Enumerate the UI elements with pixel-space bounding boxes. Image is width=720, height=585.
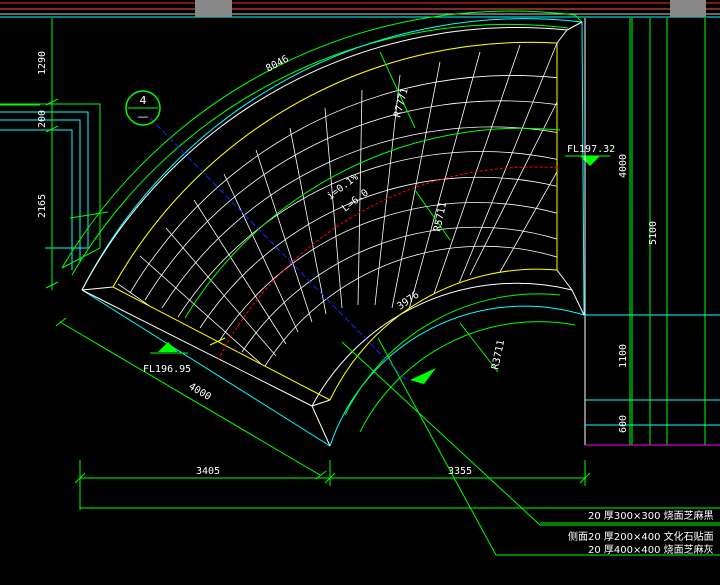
dim-3405: 3405 [196, 466, 220, 477]
elevation-right [565, 155, 610, 166]
top-border [0, 0, 720, 18]
curb-band [81, 21, 585, 447]
section-sub: — [138, 110, 149, 123]
radius-r7771: R7771 [392, 87, 410, 119]
outer-cyan-arcs [81, 18, 585, 447]
dim-5100-right: 5100 [648, 221, 659, 245]
elevation-right-label: FL197.32 [567, 144, 615, 155]
leader-lines [341, 337, 720, 556]
dim-1100-right: 1100 [618, 344, 629, 368]
dim-1290: 1290 [37, 51, 48, 75]
radius-r3711: R3711 [490, 339, 507, 371]
dim-600-right: 600 [618, 415, 629, 433]
centre-line-arc [217, 166, 561, 361]
left-dimension-line [45, 18, 59, 290]
paving-grid [113, 42, 557, 385]
material-note-1: 20 厚300×300 烧面芝麻黑 [588, 509, 714, 522]
dim-3355: 3355 [448, 466, 472, 477]
dimension-arcs [69, 51, 576, 433]
dim-2165: 2165 [37, 194, 48, 218]
section-marker: 4 — [125, 90, 161, 126]
bottom-dimension-line [74, 460, 720, 510]
arc-8046: 8046 [264, 54, 290, 75]
dim-200: 200 [37, 110, 48, 128]
material-note-3: 20 厚400×400 烧面芝麻灰 [588, 543, 714, 556]
left-green-outline [0, 103, 101, 269]
direction-arrow [410, 368, 436, 384]
left-structure [0, 111, 89, 270]
right-plan [584, 18, 720, 446]
dim-4000-radial: 4000 [186, 381, 212, 403]
outer-wall-arcs [61, 10, 583, 276]
elevation-left-label: FL196.95 [143, 364, 191, 375]
material-note-2: 侧面20 厚200×400 文化石贴面 [568, 530, 714, 543]
paving-border [112, 41, 558, 401]
elevation-left [150, 342, 188, 354]
dim-4000-right: 4000 [618, 154, 629, 178]
radial-dimension [55, 317, 327, 480]
section-cut-line [149, 117, 409, 383]
section-number: 4 [140, 94, 147, 107]
